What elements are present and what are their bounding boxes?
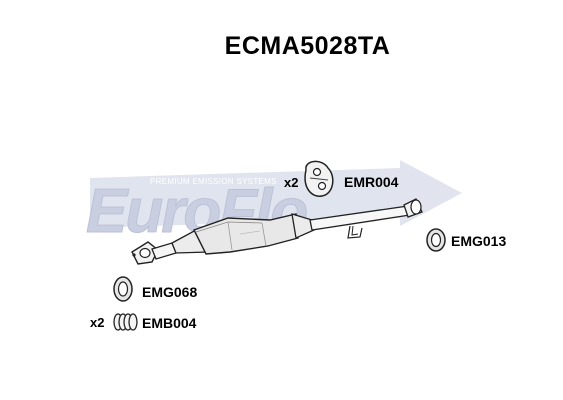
- part-code-emg013: EMG013: [451, 233, 507, 249]
- part-number-title: ECMA5028TA: [224, 32, 391, 60]
- gasket-ring-icon: [113, 276, 133, 302]
- part-code-emb004: EMB004: [142, 315, 197, 331]
- part-code-emr004: EMR004: [344, 174, 399, 190]
- part-qty-emb004: x2: [90, 315, 105, 330]
- logo-tagline: PREMIUM EMISSION SYSTEMS: [150, 177, 277, 186]
- part-code-emg068: EMG068: [142, 284, 198, 300]
- rubber-hanger-icon: [304, 160, 334, 197]
- gasket-ring-icon: [426, 228, 446, 252]
- spring-icon: [113, 313, 138, 331]
- part-qty-emr004: x2: [284, 175, 299, 190]
- catalytic-converter-assembly: [131, 198, 423, 265]
